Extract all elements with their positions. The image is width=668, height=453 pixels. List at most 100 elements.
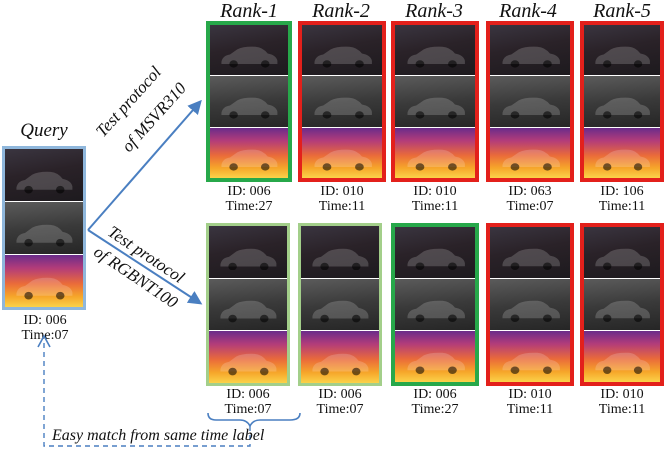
car-silhouette <box>405 93 467 120</box>
car-silhouette <box>14 220 75 247</box>
bottom-rank-3-id: ID: 006 <box>413 387 457 402</box>
top-rank-2-rgb-image <box>302 25 382 76</box>
top-rank-4-card <box>486 21 574 182</box>
top-rank-5-tir-image <box>584 127 660 178</box>
car-silhouette <box>218 296 279 323</box>
car-silhouette <box>593 42 652 68</box>
top-rank-3-nir-image <box>395 76 475 127</box>
car-silhouette <box>593 93 652 120</box>
query-id: ID: 006 <box>23 313 67 328</box>
car-silhouette <box>312 145 374 171</box>
same-time-brace <box>207 412 301 428</box>
bottom-rank-4-tir-image <box>490 331 570 382</box>
arrow-to-msvr <box>87 99 202 231</box>
bottom-rank-3-caption: ID: 006 Time:27 <box>390 387 480 417</box>
top-rank-1-rgb-image <box>210 25 288 76</box>
bottom-rank-5-rgb-image <box>584 227 660 278</box>
bottom-rank-4-nir-image <box>490 279 570 330</box>
top-rank-1-nir-image <box>210 76 288 127</box>
top-rank-2-id: ID: 010 <box>320 184 364 199</box>
same-time-footnote: Easy match from same time label <box>52 427 265 444</box>
top-rank-1-id: ID: 006 <box>227 184 271 199</box>
top-rank-2-nir-image <box>302 76 382 127</box>
car-silhouette <box>500 42 562 68</box>
bottom-rank-1-rgb-image <box>209 226 287 278</box>
bottom-rank-4-id: ID: 010 <box>508 387 552 402</box>
bottom-rank-5-time: Time:11 <box>598 402 646 417</box>
bottom-rank-2-caption: ID: 006 Time:07 <box>295 387 385 417</box>
dashed-connector <box>43 340 251 447</box>
bottom-rank-5-tir-image <box>584 331 660 382</box>
top-rank-3-caption: ID: 010 Time:11 <box>390 184 480 214</box>
bottom-rank-3-rgb-image <box>395 227 475 278</box>
top-rank-1-time: Time:27 <box>225 199 273 214</box>
top-rank-1-caption: ID: 006 Time:27 <box>204 184 294 214</box>
bottom-rank-1-caption: ID: 006 Time:07 <box>203 387 293 417</box>
bottom-rank-2-card <box>298 223 382 386</box>
top-rank-4-caption: ID: 063 Time:07 <box>485 184 575 214</box>
car-silhouette <box>500 145 562 171</box>
bottom-rank-1-card <box>206 223 290 386</box>
top-rank-3-card <box>391 21 479 182</box>
arrow-to-rgbnt <box>87 229 203 305</box>
query-caption: ID: 006 Time:07 <box>0 313 90 343</box>
car-silhouette <box>405 348 467 375</box>
query-tir-image <box>5 255 83 307</box>
top-rank-2-card <box>298 21 386 182</box>
bottom-rank-2-time: Time:07 <box>316 402 364 417</box>
top-rank-4-rgb-image <box>490 25 570 76</box>
top-rank-1-tir-image <box>210 127 288 178</box>
bottom-rank-1-tir-image <box>209 331 287 384</box>
car-silhouette <box>500 348 562 375</box>
rank-5-header: Rank-5 <box>593 0 651 22</box>
top-rank-4-tir-image <box>490 127 570 178</box>
car-silhouette <box>219 42 280 68</box>
bottom-rank-3-card <box>391 223 479 386</box>
top-rank-2-caption: ID: 010 Time:11 <box>297 184 387 214</box>
top-rank-1-card <box>206 21 292 182</box>
top-rank-3-rgb-image <box>395 25 475 76</box>
car-silhouette <box>219 93 280 120</box>
bottom-rank-3-time: Time:27 <box>411 402 459 417</box>
top-rank-3-tir-image <box>395 127 475 178</box>
top-rank-3-id: ID: 010 <box>413 184 457 199</box>
query-rgb-image <box>5 149 83 201</box>
dashed-arrowhead <box>37 334 51 348</box>
car-silhouette <box>218 349 279 376</box>
bottom-rank-5-id: ID: 010 <box>600 387 644 402</box>
car-silhouette <box>310 349 371 376</box>
top-rank-5-card <box>580 21 664 182</box>
query-title: Query <box>20 120 68 141</box>
car-silhouette <box>405 244 467 271</box>
bottom-rank-3-nir-image <box>395 279 475 330</box>
bottom-rank-1-time: Time:07 <box>224 402 272 417</box>
bottom-rank-3-tir-image <box>395 331 475 382</box>
car-silhouette <box>500 296 562 323</box>
car-silhouette <box>500 93 562 120</box>
car-silhouette <box>14 273 75 300</box>
car-silhouette <box>593 145 652 171</box>
top-rank-4-nir-image <box>490 76 570 127</box>
car-silhouette <box>14 167 75 194</box>
car-silhouette <box>405 296 467 323</box>
rank-4-header: Rank-4 <box>499 0 557 22</box>
car-silhouette <box>593 296 652 323</box>
car-silhouette <box>312 93 374 120</box>
top-rank-4-time: Time:07 <box>506 199 554 214</box>
bottom-rank-4-rgb-image <box>490 227 570 278</box>
car-silhouette <box>219 145 280 171</box>
top-rank-5-caption: ID: 106 Time:11 <box>577 184 667 214</box>
top-rank-3-time: Time:11 <box>411 199 459 214</box>
query-nir-image <box>5 202 83 254</box>
bottom-rank-1-id: ID: 006 <box>226 387 270 402</box>
car-silhouette <box>500 244 562 271</box>
bottom-rank-4-caption: ID: 010 Time:11 <box>485 387 575 417</box>
car-silhouette <box>218 244 279 271</box>
bottom-rank-5-card <box>580 223 664 386</box>
top-rank-2-tir-image <box>302 127 382 178</box>
car-silhouette <box>310 244 371 271</box>
rank-2-header: Rank-2 <box>312 0 370 22</box>
bottom-rank-5-nir-image <box>584 279 660 330</box>
bottom-rank-2-tir-image <box>301 331 379 384</box>
